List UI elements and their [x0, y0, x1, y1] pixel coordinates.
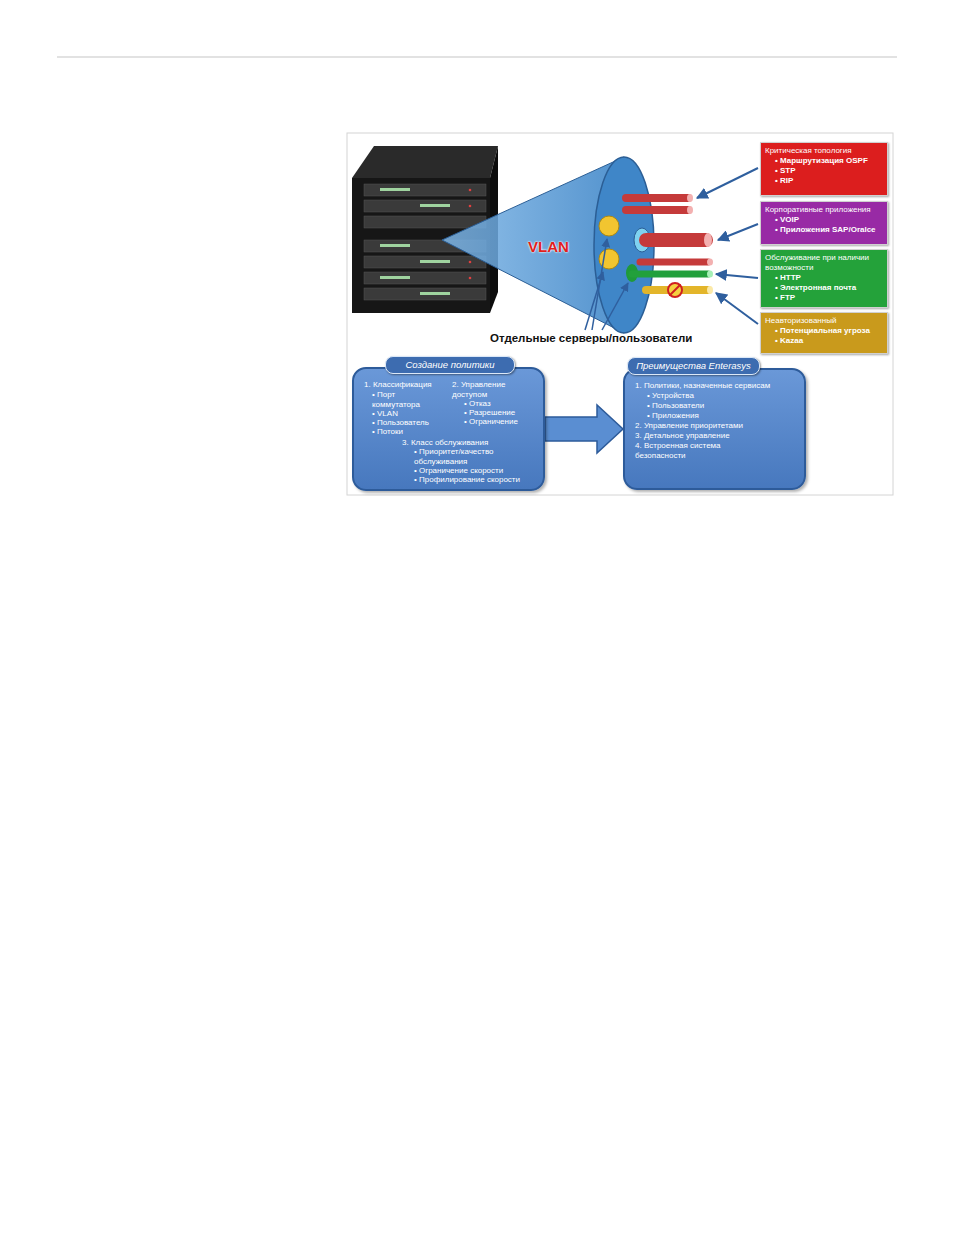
box-heading: Создание политики [385, 356, 515, 374]
vlan-label: VLAN [528, 238, 569, 255]
list-item: 2. Управление доступом [452, 380, 522, 399]
category-box: Критическая топология• Маршрутизация OSP… [760, 142, 888, 196]
list-item: • FTP [765, 293, 883, 303]
list-item: 3. Класс обслуживания [402, 438, 532, 448]
list-item: • Разрешение [464, 408, 534, 418]
list-item: • Маршрутизация OSPF [765, 156, 883, 166]
category-box: Неавторизованный• Потенциальная угроза• … [760, 312, 888, 354]
list-item: • STP [765, 166, 883, 176]
list-item: 1. Политики, назначенные сервисам [635, 381, 803, 391]
list-item: • Приложения [647, 411, 787, 421]
figure-frame [347, 133, 893, 495]
list-item: • Электронная почта [765, 283, 883, 293]
list-item: • Потенциальная угроза [765, 326, 883, 336]
box-heading: Неавторизованный [765, 316, 883, 326]
list-item: • Ограничение скорости [414, 466, 542, 476]
callout-label: Отдельные серверы/пользователи [490, 332, 692, 344]
list-item: • Потоки [372, 427, 442, 437]
list-item: • Пользователь [372, 418, 447, 428]
category-box: Корпоративные приложения• VOIP• Приложен… [760, 201, 888, 245]
box-heading: Критическая топология [765, 146, 883, 156]
leader-lines [585, 239, 628, 330]
policy-box: Создание политики1. Классификация• Порт … [352, 367, 545, 491]
list-item: • Приложения SAP/Oralce [765, 225, 883, 235]
list-item: • Kazaa [765, 336, 883, 346]
list-item: • Отказ [464, 399, 534, 409]
list-item: • RIP [765, 176, 883, 186]
pointer-arrows [697, 168, 758, 324]
list-item: 2. Управление приоритетами [635, 421, 803, 431]
category-box: Обслуживание при наличии возможности• HT… [760, 249, 888, 308]
page-rule [57, 56, 897, 58]
list-item: • Устройства [647, 391, 787, 401]
list-item: • HTTP [765, 273, 883, 283]
list-item: • VLAN [372, 409, 442, 419]
policy-box: Преимущества Enterasys1. Политики, назна… [623, 368, 806, 490]
traffic-tubes [626, 194, 713, 297]
list-item: • Пользователи [647, 401, 787, 411]
user-circle [599, 216, 619, 236]
list-item: • Приоритет/качество обслуживания [414, 447, 506, 466]
chassis-top [352, 146, 498, 178]
list-item: 4. Встроенная система безопасности [635, 441, 735, 460]
list-item: • Ограничение [464, 417, 539, 427]
list-item: 3. Детальное управление [635, 431, 803, 441]
list-item: • Профилирование скорости [414, 475, 542, 485]
flow-arrow [545, 405, 623, 453]
box-heading: Обслуживание при наличии возможности [765, 253, 883, 273]
box-heading: Преимущества Enterasys [627, 357, 760, 375]
chassis-ports [380, 188, 450, 295]
box-heading: Корпоративные приложения [765, 205, 883, 215]
list-item: • VOIP [765, 215, 883, 225]
list-item: • Порт коммутатора [372, 390, 434, 409]
vlan-cone [442, 157, 654, 333]
